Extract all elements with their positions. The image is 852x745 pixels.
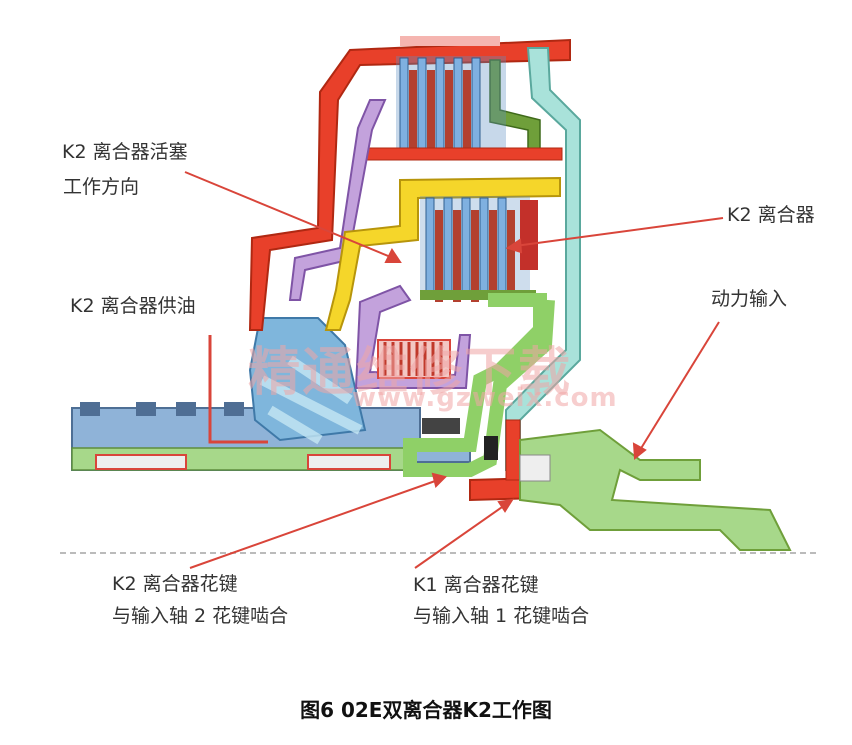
label-k2-oil-supply: K2 离合器供油 (70, 295, 196, 317)
k2-piston (324, 176, 561, 331)
k2-piston-return (354, 284, 472, 389)
return-spring (377, 339, 451, 379)
oil-supply-line (208, 335, 268, 444)
watermark-url: www.gzweix.com (352, 383, 618, 413)
k1-clutch-pack (361, 56, 563, 161)
figure-caption: 图6 02E双离合器K2工作图 (300, 698, 552, 722)
label-k2-clutch: K2 离合器 (727, 204, 815, 226)
k2-inner-hub (403, 293, 555, 477)
label-k2-spline-line1: K2 离合器花键 (112, 573, 238, 595)
label-k2-spline-line2: 与输入轴 2 花键啮合 (112, 605, 289, 627)
leader-lines (184, 171, 724, 569)
label-k1-spline-line2: 与输入轴 1 花键啮合 (413, 605, 590, 627)
label-k2-piston-direction-line2: 工作方向 (63, 176, 140, 198)
power-input-housing (519, 428, 792, 551)
input-shaft-2 (71, 447, 406, 471)
label-k1-spline-line1: K1 离合器花键 (413, 574, 539, 596)
outer-drum (248, 36, 571, 331)
watermark-text: 精通维修下载 (248, 342, 573, 403)
label-power-input: 动力输入 (711, 288, 788, 310)
k1-piston (288, 99, 387, 301)
label-k2-piston-direction-line1: K2 离合器活塞 (62, 141, 188, 163)
